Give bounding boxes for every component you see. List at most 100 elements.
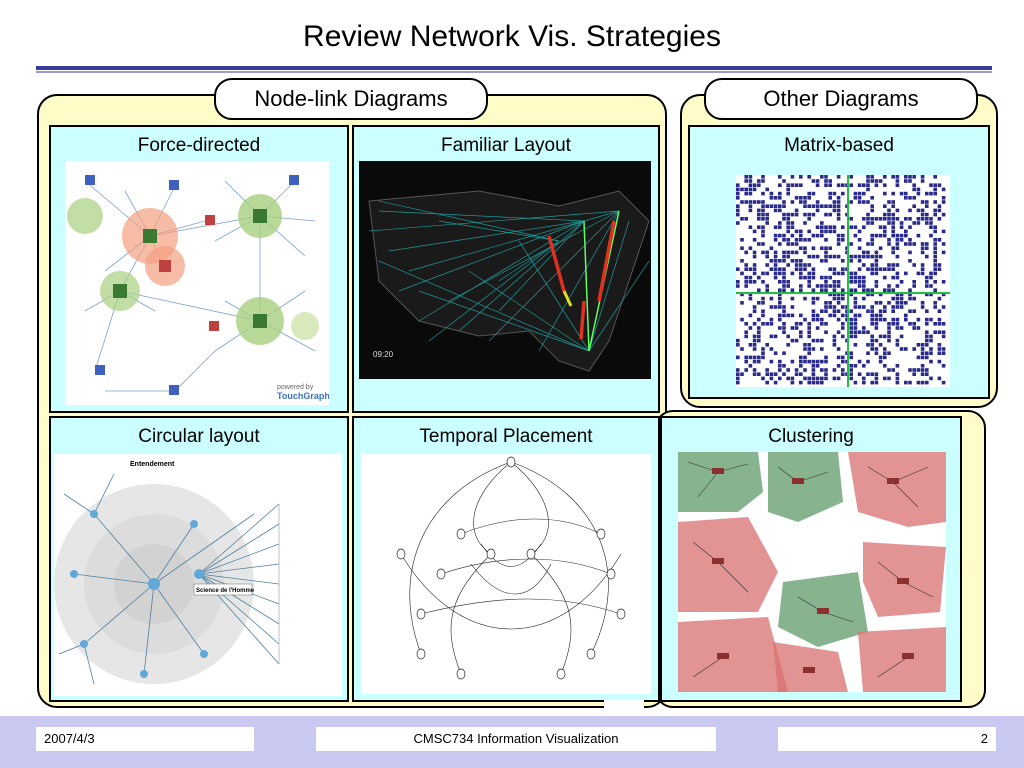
matrix-cell	[761, 271, 765, 276]
matrix-cell	[769, 191, 774, 196]
cluster-graph	[678, 452, 946, 692]
matrix-cell	[773, 254, 778, 259]
matrix-cell	[748, 179, 753, 183]
matrix-cell	[807, 229, 811, 234]
matrix-cell	[916, 217, 921, 221]
matrix-cell	[752, 183, 757, 187]
matrix-cell	[748, 208, 753, 213]
matrix-cell	[757, 225, 761, 229]
matrix-cell	[849, 175, 853, 179]
matrix-cell	[790, 212, 795, 217]
matrix-cell	[920, 242, 925, 246]
matrix-cell	[891, 225, 895, 229]
matrix-cell	[857, 284, 862, 288]
matrix-cell	[933, 288, 937, 292]
matrix-cell	[920, 271, 925, 276]
matrix-cell	[904, 217, 908, 221]
matrix-cell	[891, 275, 895, 280]
matrix-cell	[782, 179, 786, 183]
matrix-cell	[790, 338, 795, 343]
matrix-cell	[929, 359, 933, 364]
matrix-cell	[878, 313, 883, 318]
matrix-cell	[899, 233, 904, 238]
matrix-cell	[908, 242, 912, 246]
matrix-cell	[748, 343, 753, 347]
matrix-cell	[912, 368, 916, 372]
bottom-mark	[604, 700, 644, 708]
matrix-cell	[811, 254, 816, 259]
matrix-cell	[849, 330, 853, 334]
matrix-cell	[815, 200, 820, 204]
matrix-cell	[933, 229, 937, 234]
matrix-cell	[815, 326, 820, 330]
matrix-cell	[761, 217, 765, 221]
matrix-cell	[933, 271, 937, 276]
circular-center-label: Science de l'Homme	[196, 588, 255, 594]
matrix-cell	[778, 296, 782, 301]
matrix-cell	[841, 355, 845, 360]
matrix-cell	[815, 284, 820, 288]
matrix-cell	[904, 196, 908, 200]
matrix-cell	[744, 275, 748, 280]
matrix-cell	[799, 271, 803, 276]
matrix-cell	[744, 334, 748, 339]
matrix-cell	[925, 351, 929, 355]
matrix-cell	[736, 380, 740, 385]
matrix-cell	[752, 338, 757, 343]
radial-tree: Entendement Science de l'Homme	[54, 461, 280, 685]
matrix-cell	[883, 355, 887, 360]
matrix-cell	[937, 347, 942, 351]
matrix-cell	[803, 368, 807, 372]
matrix-cell	[862, 305, 866, 309]
matrix-cell	[891, 233, 895, 238]
matrix-cell	[815, 313, 820, 318]
matrix-cell	[912, 196, 916, 200]
matrix-cell	[862, 330, 866, 334]
matrix-cell	[757, 212, 761, 217]
matrix-cell	[891, 229, 895, 234]
matrix-cell	[832, 343, 837, 347]
matrix-cell	[815, 254, 820, 259]
matrix-cell	[925, 330, 929, 334]
matrix-cell	[836, 309, 841, 313]
panel-label-circular: Circular layout	[138, 426, 260, 447]
matrix-cell	[895, 217, 900, 221]
matrix-cell	[912, 263, 916, 267]
matrix-cell	[912, 204, 916, 208]
matrix-cell	[803, 267, 807, 271]
matrix-cell	[883, 225, 887, 229]
matrix-cell	[757, 355, 761, 360]
matrix-cell	[752, 343, 757, 347]
matrix-cell	[803, 376, 807, 381]
matrix-cell	[803, 317, 807, 322]
matrix-cell	[765, 250, 769, 255]
matrix-cell	[769, 267, 774, 271]
matrix-cell	[866, 292, 870, 297]
matrix-cell	[908, 368, 912, 372]
matrix-cell	[908, 296, 912, 301]
matrix-cell	[824, 355, 828, 360]
footer-page-number: 2	[980, 731, 988, 746]
matrix-cell	[799, 313, 803, 318]
matrix-cell	[891, 217, 895, 221]
matrix-cell	[929, 338, 933, 343]
matrix-cell	[794, 259, 799, 263]
matrix-cell	[740, 317, 744, 322]
matrix-cell	[778, 267, 782, 271]
matrix-cell	[841, 305, 845, 309]
matrix-cell	[908, 380, 912, 385]
matrix-cell	[765, 263, 769, 267]
matrix-cell	[811, 179, 816, 183]
matrix-cell	[929, 183, 933, 187]
matrix-cell	[916, 343, 921, 347]
matrix-cell	[908, 217, 912, 221]
matrix-cell	[752, 267, 757, 271]
matrix-cell	[820, 288, 824, 292]
matrix-cell	[895, 343, 900, 347]
matrix-cell	[803, 238, 807, 242]
matrix-cell	[883, 204, 887, 208]
matrix-cell	[786, 187, 790, 192]
matrix-cell	[878, 309, 883, 313]
force-directed-image: powered by TouchGraph	[65, 161, 329, 405]
matrix-cell	[849, 309, 853, 313]
